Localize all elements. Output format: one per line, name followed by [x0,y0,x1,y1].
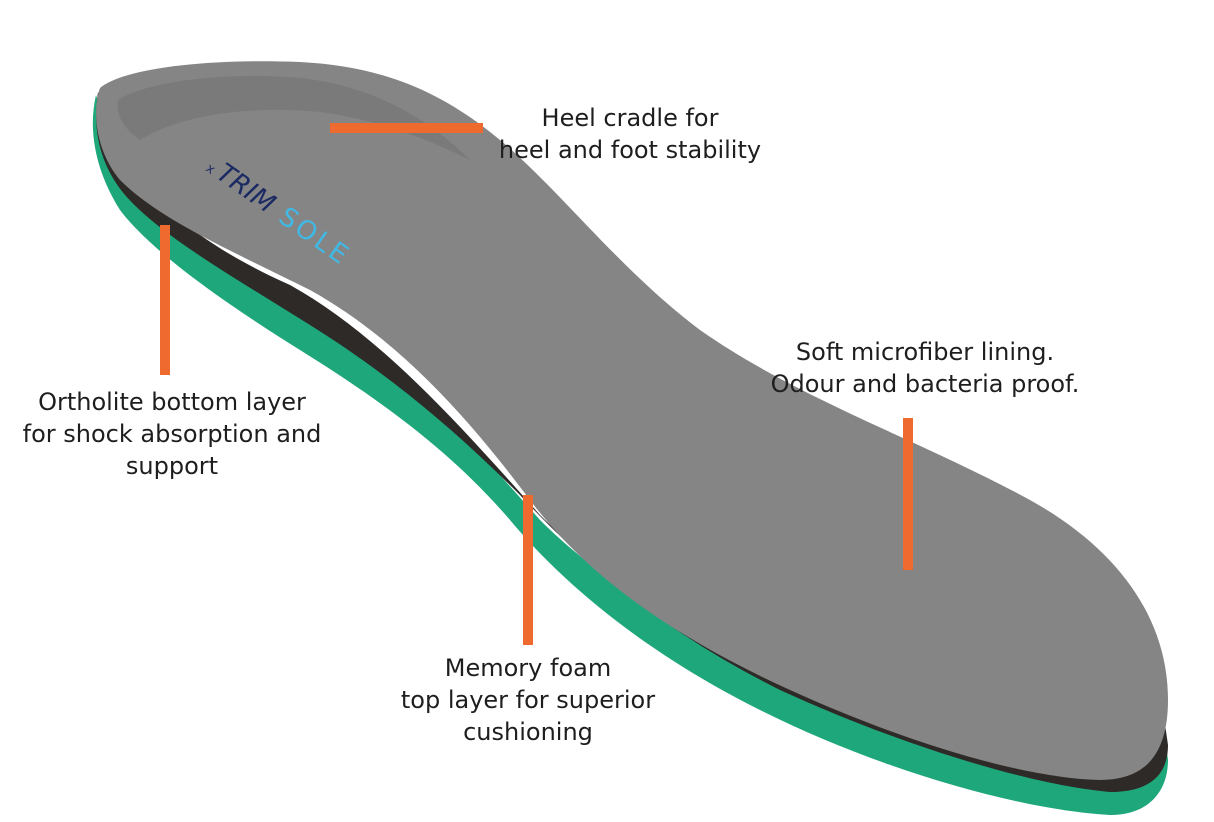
microfiber-top-layer [96,61,1168,780]
callout-text: Ortholite bottom layer [38,388,306,416]
callout-text: Memory foam [444,654,612,682]
callout-text: Heel cradle for [541,104,719,132]
heel-cradle-shading [117,76,470,160]
callout-line-memory-foam [523,495,533,645]
callout-memory-foam: Memory foam top layer for superior cushi… [370,652,686,748]
callout-microfiber: Soft microfiber lining. Odour and bacter… [740,336,1110,400]
callout-text: Odour and bacteria proof. [770,370,1080,398]
callout-text: cushioning [463,718,593,746]
callout-ortholite: Ortholite bottom layer for shock absorpt… [0,386,344,482]
callout-text: heel and foot stability [498,136,762,164]
callout-line-ortholite [160,225,170,375]
callout-text: support [125,452,219,480]
callout-line-microfiber [903,418,913,570]
callout-text: top layer for superior [400,686,656,714]
callout-line-heel [330,123,483,133]
callout-text: for shock absorption and [22,420,322,448]
callout-text: Soft microfiber lining. [795,338,1055,366]
callout-heel-cradle: Heel cradle for heel and foot stability [455,102,805,166]
